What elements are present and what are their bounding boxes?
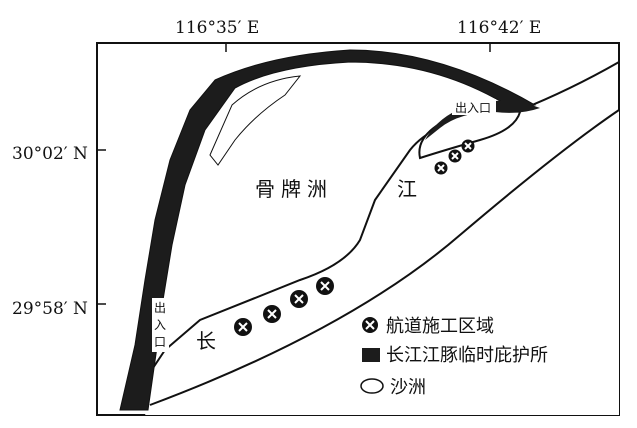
entrance-west: 出 入 口 [152, 298, 170, 352]
north-river-bank [519, 61, 620, 111]
entrance-label-north: 出入口 [455, 101, 491, 115]
construction-marker-icon [234, 318, 252, 336]
entrance-label-west: 出 入 口 [154, 301, 170, 349]
south-bank-land [145, 110, 619, 415]
tick-marks [97, 43, 491, 305]
island-name: 骨牌洲 [255, 177, 333, 201]
construction-marker-icon [362, 317, 378, 333]
construction-markers [234, 139, 475, 336]
construction-marker-icon [290, 290, 308, 308]
porpoise-refuge-band [119, 49, 537, 411]
longitude-label-2: 116°42′ E [457, 18, 541, 38]
refuge-inner-channel [209, 75, 302, 166]
construction-marker-icon [434, 161, 448, 175]
legend-item-sandbar: 沙洲 [360, 377, 426, 398]
entrance-west-char-1: 出 [154, 301, 166, 315]
construction-marker-icon [263, 305, 281, 323]
entrance-west-char-3: 口 [154, 335, 166, 349]
south-river-bank [149, 109, 620, 406]
longitude-label-1: 116°35′ E [175, 18, 259, 38]
entrance-north: 出入口 [452, 99, 496, 115]
construction-marker-icon [316, 277, 334, 295]
black-refuge-swatch [362, 348, 380, 362]
legend-item-construction: 航道施工区域 [362, 316, 494, 337]
legend-label-construction: 航道施工区域 [386, 316, 494, 337]
legend-item-refuge: 长江江豚临时庇护所 [362, 345, 548, 366]
construction-marker-icon [448, 149, 462, 163]
latitude-label-1: 30°02′ N [12, 144, 88, 164]
river-char-chang: 长 [196, 329, 216, 353]
river-char-jiang: 江 [397, 177, 417, 201]
entrance-west-char-2: 入 [154, 318, 166, 332]
sandbar-ellipse [360, 378, 384, 394]
legend-label-refuge: 长江江豚临时庇护所 [386, 345, 548, 366]
east-refuge-patch [425, 100, 540, 140]
construction-marker-icon [461, 139, 475, 153]
legend: 航道施工区域 长江江豚临时庇护所 沙洲 [360, 316, 548, 398]
legend-label-sandbar: 沙洲 [390, 377, 426, 398]
latitude-label-2: 29°58′ N [12, 299, 88, 319]
